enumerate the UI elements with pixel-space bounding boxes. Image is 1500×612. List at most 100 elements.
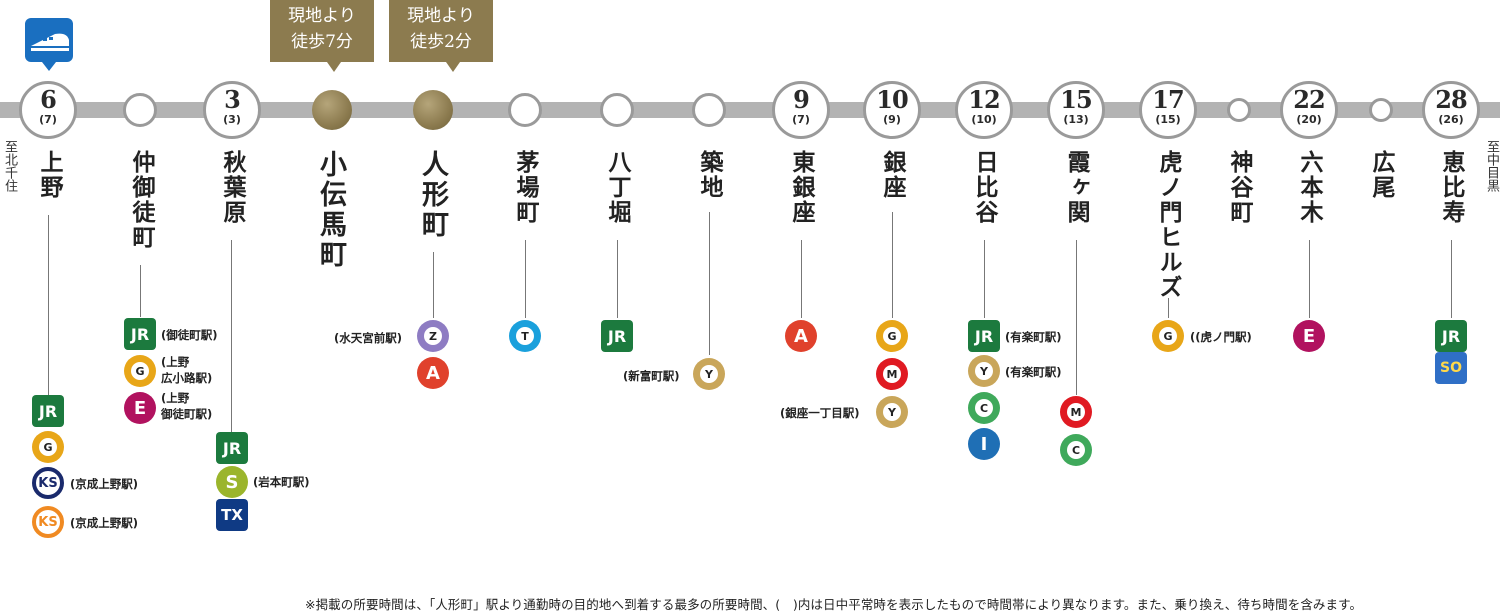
mita-line-badge: I — [968, 428, 1000, 460]
station-name-kayabacho: 茅場町 — [512, 150, 539, 225]
travel-minutes: 22 — [1293, 85, 1325, 114]
chiyoda-line-badge: C — [1060, 434, 1092, 466]
jr-badge: JR — [32, 395, 64, 427]
off-peak-minutes: (15) — [1155, 113, 1181, 126]
travel-minutes: 10 — [876, 85, 908, 114]
transfer-note-shintomicho: (新富町駅) — [623, 369, 680, 383]
off-peak-minutes: (7) — [39, 113, 57, 126]
off-peak-minutes: (13) — [1063, 113, 1089, 126]
hanzomon-line-letter: Z — [424, 327, 442, 345]
connector-roppongi — [1309, 240, 1310, 318]
station-name-hibiya: 日比谷 — [971, 150, 998, 225]
transfer-note-yurakucho-metro: (有楽町駅) — [1005, 365, 1062, 379]
edge-label-right: 至中目黒 — [1484, 140, 1499, 192]
chiyoda-line-badge: C — [968, 392, 1000, 424]
station-circle-kamiyacho — [1227, 98, 1251, 122]
ginza-line-badge: G — [1152, 320, 1184, 352]
off-peak-minutes: (10) — [971, 113, 997, 126]
travel-minutes: 28 — [1435, 85, 1467, 114]
station-name-tsukiji: 築地 — [696, 150, 723, 200]
connector-ginza — [892, 212, 893, 318]
walk-time-callout-kodenmacho: 現地より 徒歩7分 — [270, 0, 374, 72]
station-circle-akihabara: 3 (3) — [203, 81, 261, 139]
hibiya-line-bar — [0, 102, 1500, 118]
station-circle-kodenmacho — [312, 90, 352, 130]
transfer-note-suitengumae: (水天宮前駅) — [334, 331, 403, 345]
marunouchi-line-letter: M — [883, 365, 901, 383]
connector-toranomonhills — [1168, 298, 1169, 318]
marunouchi-line-badge: M — [1060, 396, 1092, 428]
off-peak-minutes: (9) — [883, 113, 901, 126]
off-peak-minutes: (26) — [1438, 113, 1464, 126]
station-circle-ueno: 6 (7) — [19, 81, 77, 139]
station-name-ebisu: 恵比寿 — [1438, 150, 1465, 225]
station-circle-kasumigaseki: 15 (13) — [1047, 81, 1105, 139]
station-name-roppongi: 六本木 — [1296, 150, 1323, 225]
travel-minutes: 17 — [1152, 85, 1184, 114]
connector-kayabacho — [525, 240, 526, 318]
ginza-line-letter: G — [39, 438, 57, 456]
yurakucho-line-letter: Y — [700, 365, 718, 383]
station-name-higashiginza: 東銀座 — [788, 150, 815, 225]
jr-badge: JR — [968, 320, 1000, 352]
keisei-skyliner-badge: KS — [32, 506, 64, 538]
jr-badge: JR — [124, 318, 156, 350]
transfer-note-keisei-ueno-2: (京成上野駅) — [70, 516, 139, 530]
travel-minutes: 15 — [1060, 85, 1092, 114]
station-circle-ginza: 10 (9) — [863, 81, 921, 139]
chiyoda-line-letter: C — [975, 399, 993, 417]
connector-ningyocho — [433, 252, 434, 318]
marunouchi-line-badge: M — [876, 358, 908, 390]
callout-line2: 徒歩2分 — [410, 32, 472, 52]
ginza-line-letter: G — [883, 327, 901, 345]
chiyoda-line-letter: C — [1067, 441, 1085, 459]
asakusa-line-badge: A — [417, 357, 449, 389]
ginza-line-badge: G — [876, 320, 908, 352]
keisei-badge: KS — [32, 467, 64, 499]
station-name-kodenmacho: 小伝馬町 — [315, 150, 346, 270]
station-circle-hiroo — [1369, 98, 1393, 122]
ginza-line-letter: G — [1159, 327, 1177, 345]
station-name-hatchobori: 八丁堀 — [604, 150, 631, 225]
ginza-line-letter: G — [131, 362, 149, 380]
footnote: ※掲載の所要時間は、「人形町」駅より通勤時の目的地へ到着する最多の所要時間、( … — [305, 597, 1363, 612]
transfer-note-ueno-okachimachi: (上野 御徒町駅) — [161, 391, 213, 421]
transfer-note-ginza-itchome: (銀座一丁目駅) — [780, 406, 860, 420]
jr-badge: JR — [1435, 320, 1467, 352]
edge-label-left: 至北千住 — [2, 140, 17, 192]
connector-hibiya — [984, 240, 985, 318]
station-circle-roppongi: 22 (20) — [1280, 81, 1338, 139]
tozai-line-badge: T — [509, 320, 541, 352]
transfer-note-keisei-ueno: (京成上野駅) — [70, 477, 139, 491]
travel-minutes: 6 — [40, 85, 57, 114]
station-circle-hibiya: 12 (10) — [955, 81, 1013, 139]
connector-kasumigaseki — [1076, 240, 1077, 395]
walk-time-callout-ningyocho: 現地より 徒歩2分 — [389, 0, 493, 72]
transfer-note-toranomon: ((虎ノ門駅) — [1190, 330, 1252, 344]
asakusa-line-badge: A — [785, 320, 817, 352]
transfer-note-ueno-hirokoji: (上野 広小路駅) — [161, 355, 213, 385]
yurakucho-line-badge: Y — [876, 396, 908, 428]
connector-higashiginza — [801, 240, 802, 318]
jr-badge: JR — [601, 320, 633, 352]
travel-minutes: 12 — [968, 85, 1000, 114]
station-circle-toranomonhills: 17 (15) — [1139, 81, 1197, 139]
connector-ebisu — [1451, 240, 1452, 318]
oedo-line-badge: E — [124, 392, 156, 424]
shinkansen-icon — [25, 18, 73, 71]
transfer-note-yurakucho-jr: (有楽町駅) — [1005, 330, 1062, 344]
travel-minutes: 3 — [224, 85, 241, 114]
callout-line2: 徒歩7分 — [291, 32, 353, 52]
connector-ueno — [48, 215, 49, 395]
station-name-toranomonhills: 虎ノ門ヒルズ — [1155, 150, 1182, 300]
hanzomon-line-badge: Z — [417, 320, 449, 352]
travel-minutes: 9 — [793, 85, 810, 114]
oedo-line-badge: E — [1293, 320, 1325, 352]
off-peak-minutes: (7) — [792, 113, 810, 126]
yurakucho-line-letter: Y — [883, 403, 901, 421]
yurakucho-line-badge: Y — [968, 355, 1000, 387]
station-circle-higashiginza: 9 (7) — [772, 81, 830, 139]
station-name-akihabara: 秋葉原 — [219, 150, 246, 225]
callout-line1: 現地より — [288, 6, 356, 26]
